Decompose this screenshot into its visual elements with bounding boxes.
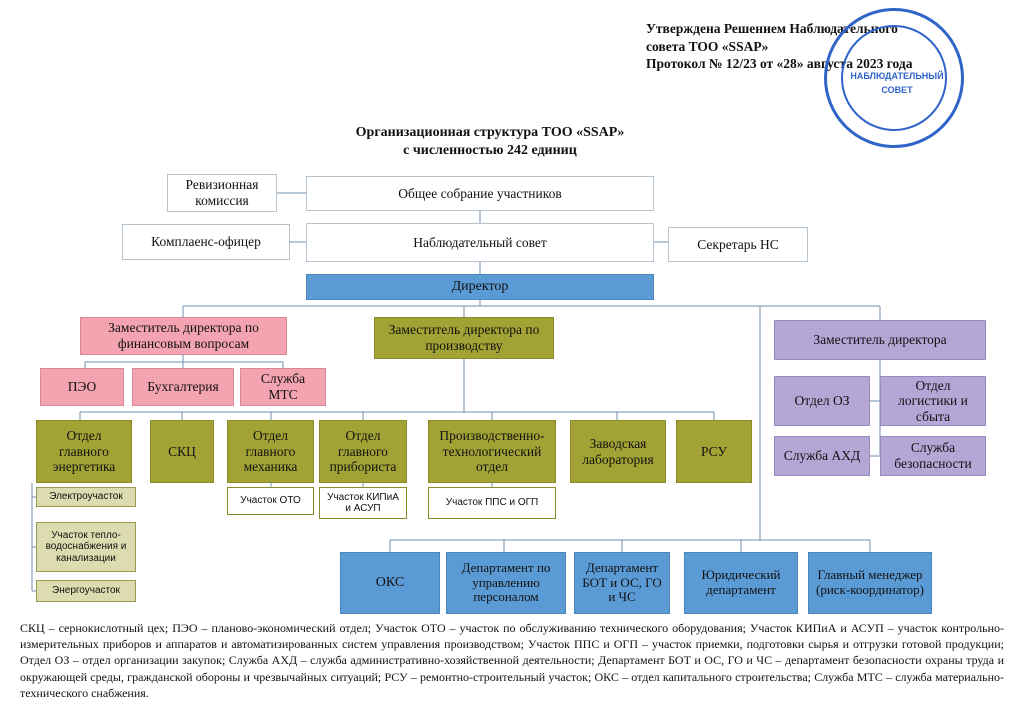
peo-unit: ПЭО xyxy=(40,368,124,406)
logistics-dept: Отдел логистики и сбыта xyxy=(880,376,986,426)
title-line-1: Организационная структура ТОО «SSAP» xyxy=(355,125,625,140)
accounting-unit: Бухгалтерия xyxy=(132,368,234,406)
risk-coordinator: Главный менеджер (риск-координатор) xyxy=(808,552,932,614)
electro-site: Электроучасток xyxy=(36,487,136,507)
rsu-unit: РСУ xyxy=(676,420,752,483)
chart-title: Организационная структура ТОО «SSAP» с ч… xyxy=(300,124,680,160)
abbreviations-legend: СКЦ – сернокислотный цех; ПЭО – планово-… xyxy=(20,621,1004,700)
factory-lab: Заводская лаборатория xyxy=(570,420,666,483)
seal-stamp: НАБЛЮДАТЕЛЬНЫЙ СОВЕТ xyxy=(824,8,964,148)
bot-dept: Департамент БОТ и ОС, ГО и ЧС xyxy=(574,552,670,614)
oz-dept: Отдел ОЗ xyxy=(774,376,870,426)
seal-inner-ring xyxy=(841,25,947,131)
chief-energy-dept: Отдел главного энергетика xyxy=(36,420,132,483)
title-line-2: с численностью 242 единиц xyxy=(403,143,577,159)
energy-site: Энергоучасток xyxy=(36,580,136,602)
deputy-director-production: Заместитель директора по производству xyxy=(374,317,554,359)
oks-dept: ОКС xyxy=(340,552,440,614)
director: Директор xyxy=(306,274,654,300)
pps-site: Участок ППС и ОГП xyxy=(428,487,556,519)
heat-water-site: Участок тепло-водоснабжения и канализаци… xyxy=(36,522,136,572)
chief-mechanic-dept: Отдел главного механика xyxy=(227,420,314,483)
deputy-director-finance: Заместитель директора по финансовым вопр… xyxy=(80,317,287,355)
compliance-officer: Комплаенс-офицер xyxy=(122,224,290,260)
kipia-site: Участок КИПиА и АСУП xyxy=(319,487,407,519)
chief-instrument-dept: Отдел главного прибориста xyxy=(319,420,407,483)
ahd-service: Служба АХД xyxy=(774,436,870,476)
deputy-director-general: Заместитель директора xyxy=(774,320,986,360)
prod-tech-dept: Производственно-технологический отдел xyxy=(428,420,556,483)
legal-dept: Юридический департамент xyxy=(684,552,798,614)
revision-commission: Ревизионная комиссия xyxy=(167,174,277,212)
approval-line-2: совета ТОО «SSAP» xyxy=(646,38,769,54)
supervisory-board: Наблюдательный совет xyxy=(306,223,654,262)
skc-unit: СКЦ xyxy=(150,420,214,483)
oto-site: Участок ОТО xyxy=(227,487,314,515)
general-meeting: Общее собрание участников xyxy=(306,176,654,211)
mts-service: Служба МТС xyxy=(240,368,326,406)
security-service: Служба безопасности xyxy=(880,436,986,476)
seal-text: НАБЛЮДАТЕЛЬНЫЙ СОВЕТ xyxy=(850,71,944,96)
hr-dept: Департамент по управлению персоналом xyxy=(446,552,566,614)
approval-line-1: Утверждена Решением Наблюдательного xyxy=(646,21,898,36)
board-secretary: Секретарь НС xyxy=(668,227,808,262)
